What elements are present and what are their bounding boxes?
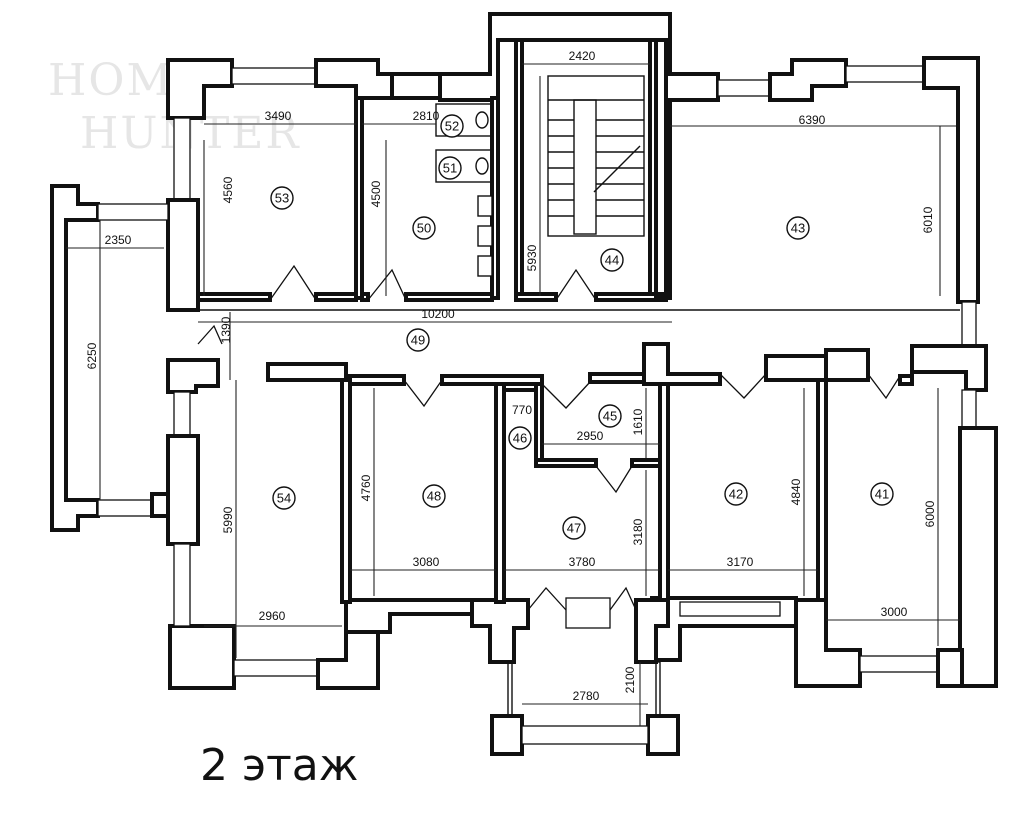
- dim-r45-height: 1610: [631, 408, 645, 435]
- doors: [197, 264, 901, 611]
- room-54-marker[interactable]: 54: [272, 486, 296, 510]
- room-45-marker[interactable]: 45: [598, 404, 622, 428]
- dim-r53-width: 3490: [265, 109, 292, 123]
- dim-r47-width: 3780: [569, 555, 596, 569]
- dim-r41-height: 6000: [923, 500, 937, 527]
- dim-r43-height: 6010: [921, 206, 935, 233]
- outer-walls: [166, 12, 998, 690]
- room-43-label: 43: [791, 221, 805, 236]
- room-50-marker[interactable]: 50: [412, 216, 436, 240]
- room-44-marker[interactable]: 44: [600, 248, 624, 272]
- room-49-marker[interactable]: 49: [406, 328, 430, 352]
- room-45-label: 45: [603, 409, 617, 424]
- room-43-marker[interactable]: 43: [786, 216, 810, 240]
- dimension-lines: [66, 63, 960, 726]
- room-52-marker[interactable]: 52: [440, 114, 464, 138]
- room-53-marker[interactable]: 53: [270, 186, 294, 210]
- room-47-marker[interactable]: 47: [562, 516, 586, 540]
- room-42-marker[interactable]: 42: [724, 482, 748, 506]
- porch: [490, 661, 680, 756]
- dim-r44-height: 5930: [525, 244, 539, 271]
- room-46-marker[interactable]: 46: [508, 426, 532, 450]
- balcony: [50, 184, 170, 532]
- room-48-marker[interactable]: 48: [422, 484, 446, 508]
- dim-r48-height: 4760: [359, 474, 373, 501]
- room-41-marker[interactable]: 41: [870, 482, 894, 506]
- room-51-label: 51: [443, 161, 457, 176]
- dim-r54-height: 5990: [221, 506, 235, 533]
- dim-corridor-height: 1390: [219, 316, 233, 343]
- room-48-label: 48: [427, 489, 441, 504]
- room-51-marker[interactable]: 51: [438, 156, 462, 180]
- sanitary-fixtures: [435, 103, 493, 277]
- room-44-label: 44: [605, 253, 619, 268]
- dim-r43-width: 6390: [799, 113, 826, 127]
- dim-r50-height: 4500: [369, 180, 383, 207]
- dim-r48-width: 3080: [413, 555, 440, 569]
- dim-r53-height: 4560: [221, 176, 235, 203]
- room-47-label: 47: [567, 521, 581, 536]
- room-46-label: 46: [513, 431, 527, 446]
- floor-label: 2 этаж: [200, 740, 359, 791]
- room-52-label: 52: [445, 119, 459, 134]
- dim-r41-width: 3000: [881, 605, 908, 619]
- room-54-label: 54: [277, 491, 291, 506]
- dim-r50-width: 2810: [413, 109, 440, 123]
- dim-balcony-width: 2350: [105, 233, 132, 247]
- room-50-label: 50: [417, 221, 431, 236]
- dim-r44-width: 2420: [569, 49, 596, 63]
- dim-r54-width: 2960: [259, 609, 286, 623]
- dim-porch-height: 2100: [623, 666, 637, 693]
- dim-r45-width: 2950: [577, 429, 604, 443]
- dim-corridor-width: 10200: [421, 307, 455, 321]
- staircase: [547, 75, 645, 237]
- room-49-label: 49: [411, 333, 425, 348]
- dim-porch-width: 2780: [573, 689, 600, 703]
- room-42-label: 42: [729, 487, 743, 502]
- room-numbers: 41 42 43 44 45 46 47 48: [270, 114, 894, 540]
- dim-r42-height: 4840: [789, 478, 803, 505]
- dim-r47-height: 3180: [631, 518, 645, 545]
- dimension-labels: 3490 4560 2810 4500 2420 5930 6390 6010 …: [85, 49, 937, 703]
- room-53-label: 53: [275, 191, 289, 206]
- dim-balcony-height: 6250: [85, 342, 99, 369]
- room-41-label: 41: [875, 487, 889, 502]
- dim-r46-width: 770: [512, 403, 532, 417]
- dim-r42-width: 3170: [727, 555, 754, 569]
